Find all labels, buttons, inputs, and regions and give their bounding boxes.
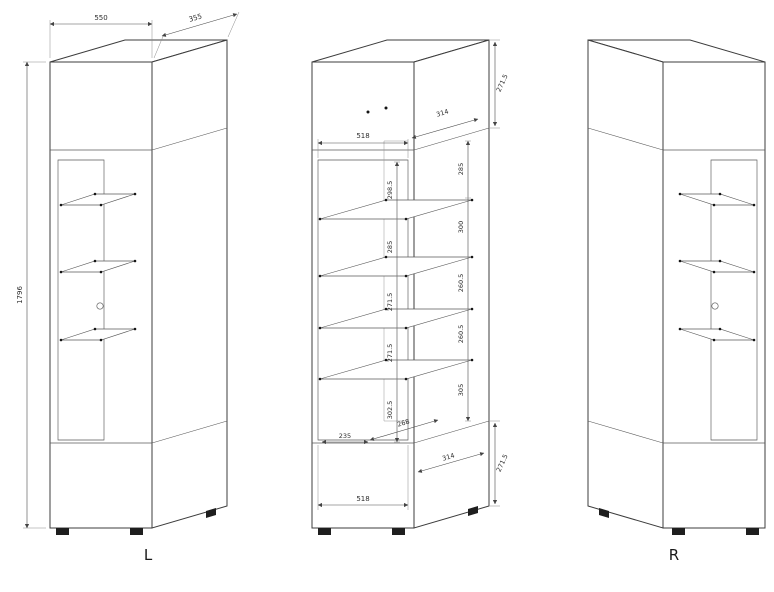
dim-label-width: 550 (94, 14, 107, 22)
dim-chain-left: 298.5 285 271.5 271.5 302.5 (386, 161, 400, 443)
foot (392, 528, 405, 535)
dim-label-height: 1796 (16, 286, 24, 304)
fitting-dot (384, 106, 388, 110)
dim-bottom-inner-width: 518 (317, 445, 409, 510)
svg-text:302.5: 302.5 (386, 401, 394, 420)
dim-bottom-left-width: 235 (321, 432, 369, 445)
svg-text:285: 285 (457, 163, 465, 175)
dim-bottom-height: 271.5 (490, 420, 510, 507)
svg-text:271.5: 271.5 (495, 453, 510, 473)
dim-bottom-depth: 314 (417, 451, 485, 473)
svg-text:314: 314 (441, 451, 455, 462)
svg-text:235: 235 (339, 432, 351, 440)
fitting-dot (366, 110, 370, 114)
svg-text:298.5: 298.5 (386, 181, 394, 200)
svg-text:268: 268 (396, 417, 410, 428)
svg-text:260.5: 260.5 (457, 274, 465, 293)
dim-top-inner-width: 518 (317, 132, 409, 158)
svg-text:314: 314 (435, 107, 449, 118)
foot (318, 528, 331, 535)
svg-text:260.5: 260.5 (457, 325, 465, 344)
dim-chain-right: 285 300 260.5 260.5 305 (457, 140, 471, 422)
svg-text:518: 518 (356, 132, 369, 140)
cabinet-left (49, 39, 228, 536)
dim-label-depth: 355 (188, 12, 203, 23)
view-left: 550 355 1796 L (16, 11, 240, 564)
dim-height: 1796 (16, 61, 46, 529)
foot (468, 506, 478, 516)
dim-depth: 355 (153, 11, 240, 59)
cabinet-right (587, 39, 766, 536)
view-label-left: L (144, 546, 153, 564)
svg-text:305: 305 (457, 384, 465, 396)
view-right: R (587, 39, 766, 564)
svg-text:518: 518 (356, 495, 369, 503)
svg-text:271.5: 271.5 (386, 344, 394, 363)
dim-bottom-right-width: 268 (369, 417, 439, 441)
view-label-right: R (669, 546, 679, 564)
svg-text:300: 300 (457, 221, 465, 233)
dim-width: 550 (49, 14, 153, 58)
dim-top-height: 271.5 (490, 39, 510, 129)
dim-top-depth: 314 (411, 107, 479, 139)
svg-text:285: 285 (386, 241, 394, 253)
svg-text:271.5: 271.5 (495, 73, 510, 93)
view-middle: 518 271.5 314 298.5 285 271.5 271.5 (311, 39, 510, 535)
svg-text:271.5: 271.5 (386, 293, 394, 312)
